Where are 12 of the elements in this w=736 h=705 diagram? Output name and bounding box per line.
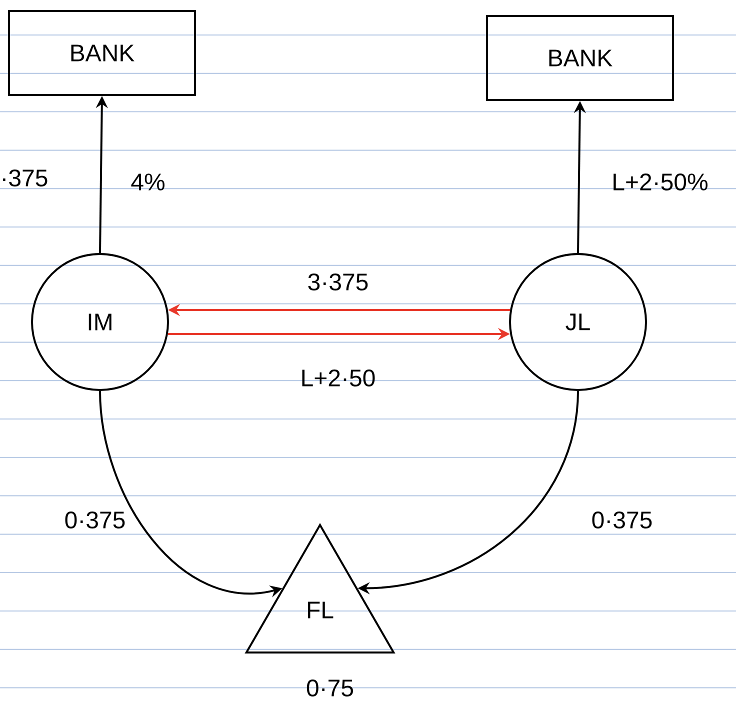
- process-box: BANK: [486, 15, 674, 101]
- edge-label: 3·375: [308, 274, 368, 290]
- process-box: BANK: [8, 10, 196, 96]
- edge-label: 0·375: [592, 512, 652, 528]
- circle-node: JL: [509, 253, 647, 391]
- node-caption: 0·75: [306, 680, 353, 696]
- edge-label: 0·375: [65, 512, 125, 528]
- edge-label: 4%: [131, 174, 164, 190]
- circle-node: IM: [31, 253, 169, 391]
- value-label: ·375: [3, 170, 48, 186]
- edge-label: L+2·50: [302, 370, 375, 386]
- edge-label: L+2·50%: [614, 174, 708, 190]
